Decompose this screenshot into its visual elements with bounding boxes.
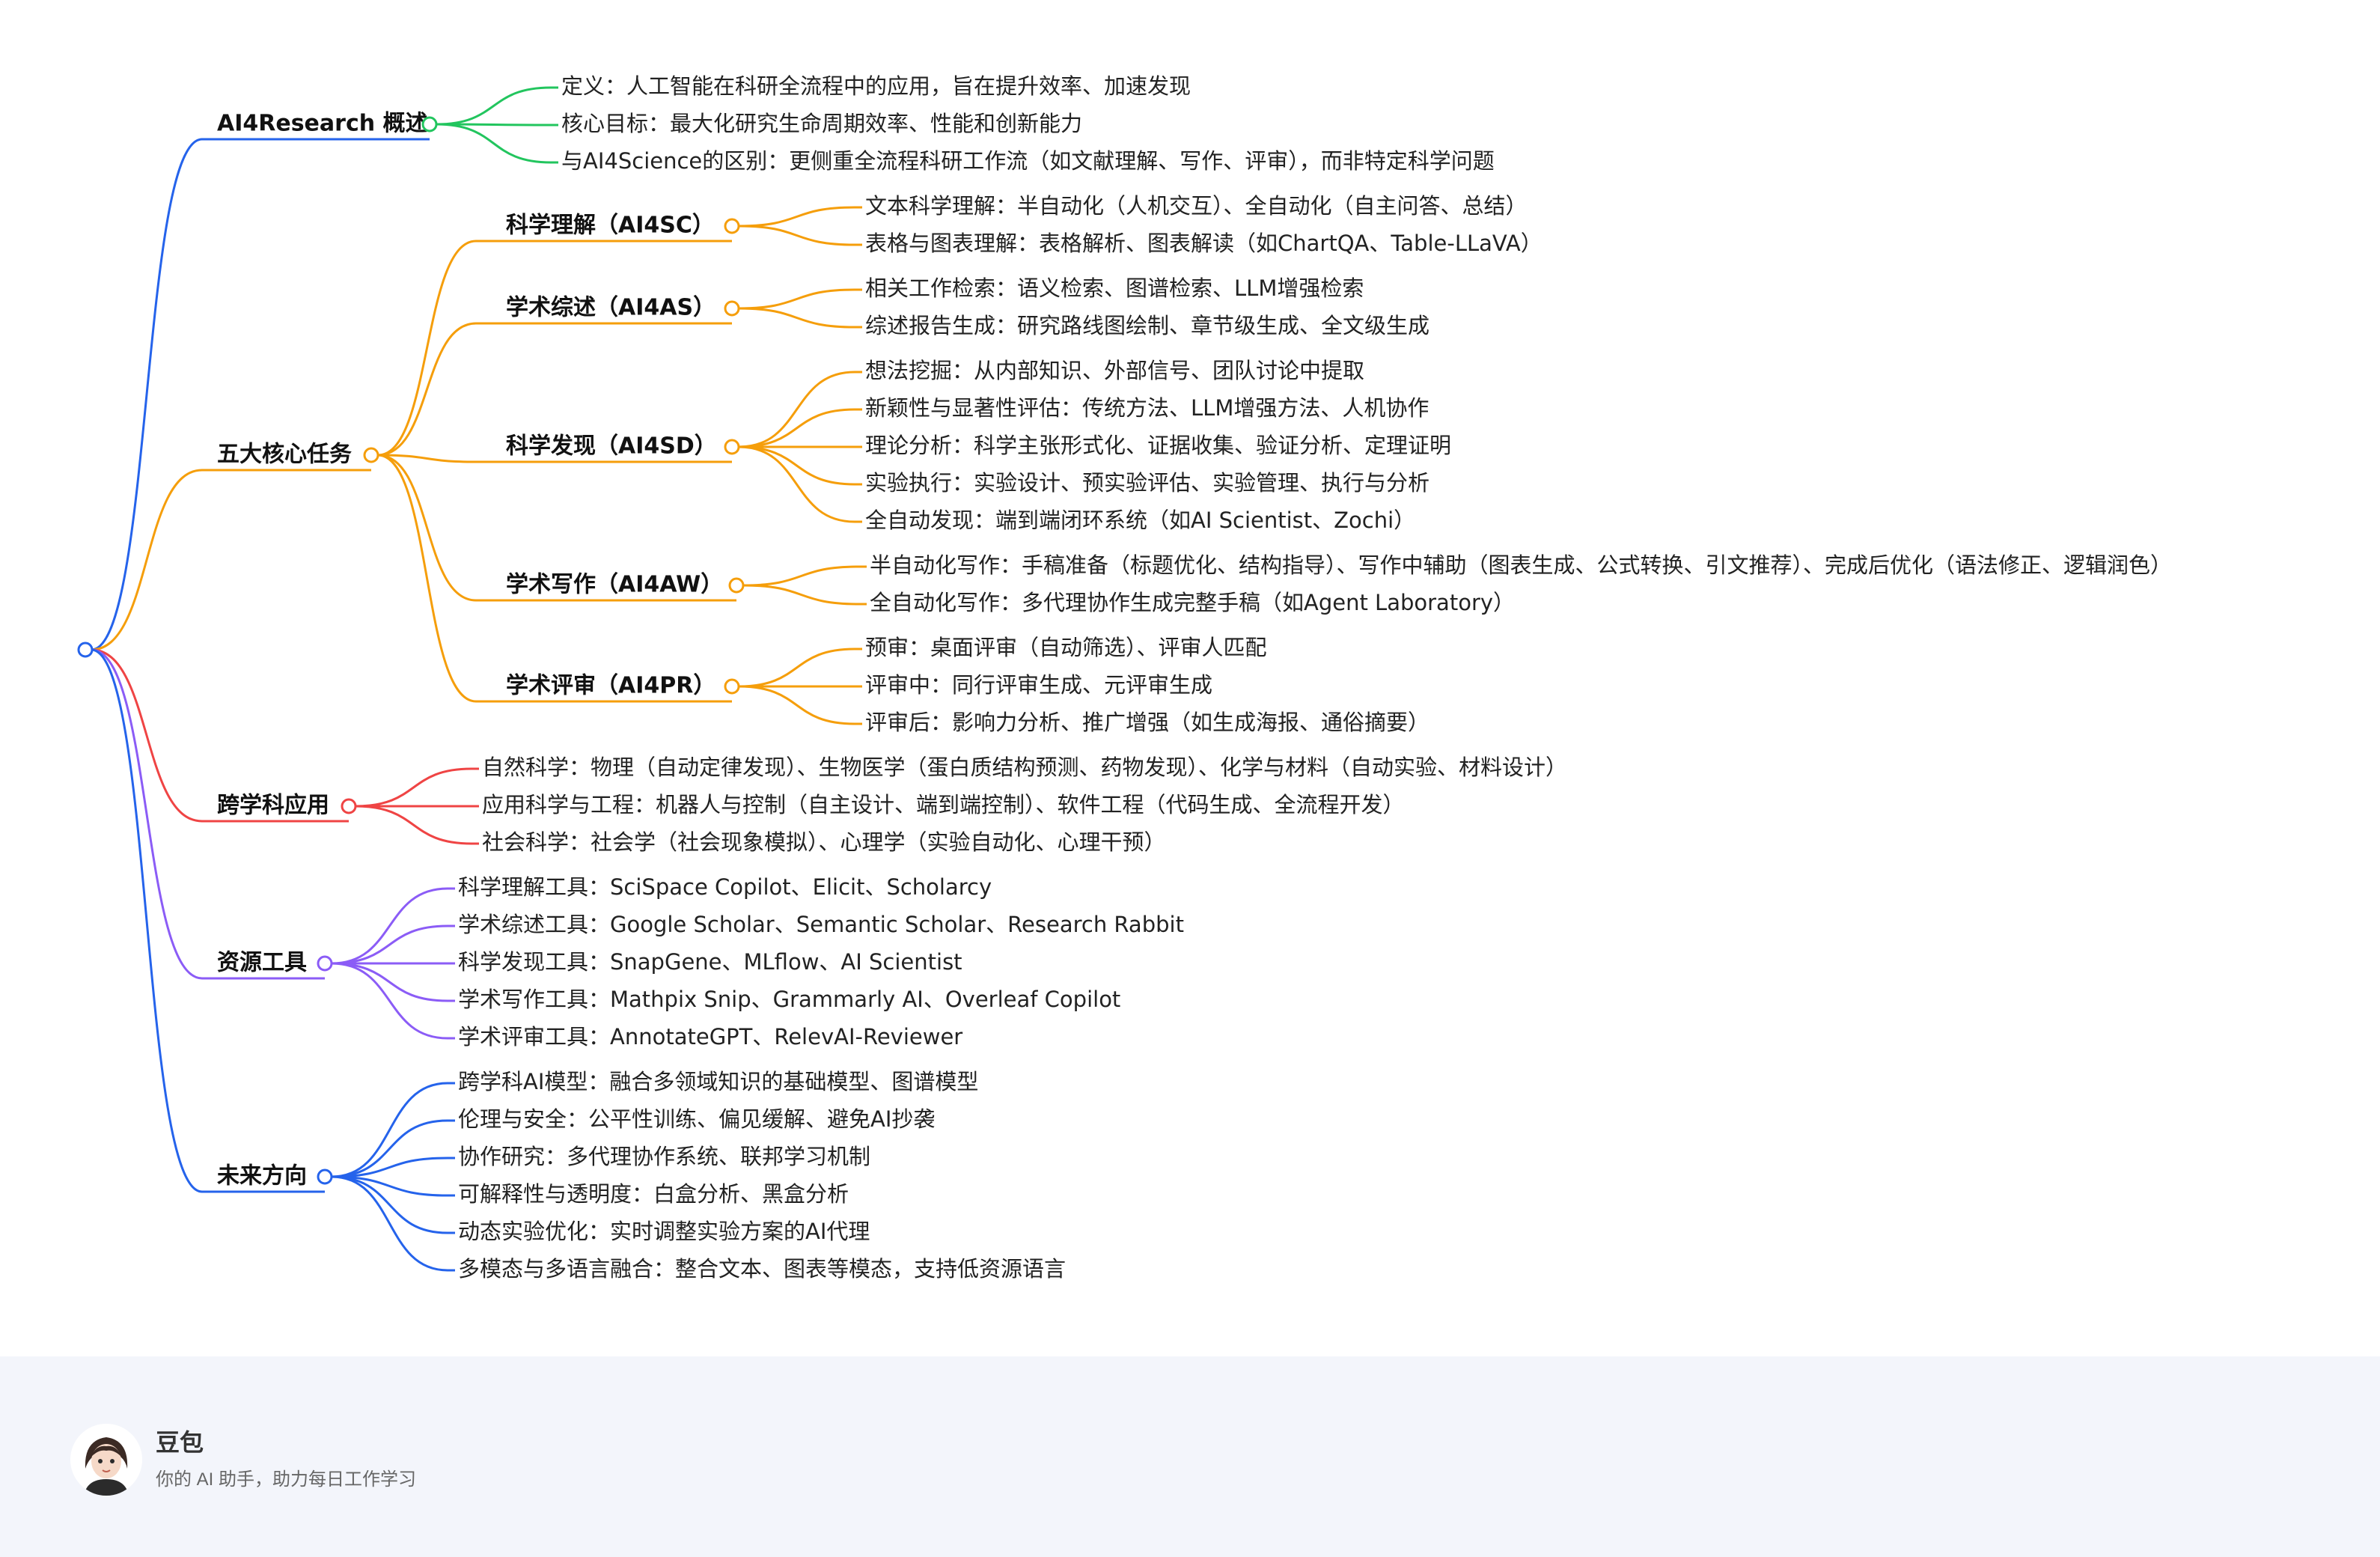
branch-node[interactable] — [341, 798, 357, 814]
assistant-tagline: 你的 AI 助手，助力每日工作学习 — [156, 1469, 417, 1490]
leaf-edge — [331, 1082, 455, 1178]
leaf-edge — [738, 307, 862, 329]
leaf-label: 综述报告生成：研究路线图绘制、章节级生成、全文级生成 — [865, 313, 1429, 338]
sub-node[interactable] — [724, 678, 740, 695]
sub-stem — [377, 240, 732, 457]
sub-label[interactable]: 科学发现（AI4SD） — [506, 433, 717, 460]
avatar[interactable] — [70, 1424, 142, 1496]
leaf-label: 新颖性与显著性评估：传统方法、LLM增强方法、人机协作 — [865, 395, 1429, 421]
leaf-edge — [738, 408, 862, 448]
leaf-label: 定义：人工智能在科研全流程中的应用，旨在提升效率、加速发现 — [561, 73, 1191, 99]
sub-stem — [377, 454, 732, 703]
branch-stem-1 — [91, 469, 371, 651]
branch-label[interactable]: 未来方向 — [217, 1163, 307, 1189]
leaf-label: 学术写作工具：Mathpix Snip、Grammarly AI、Overlea… — [458, 987, 1120, 1012]
root-node[interactable] — [77, 642, 94, 658]
branch-label[interactable]: 跨学科应用 — [217, 793, 329, 819]
leaf-label: 多模态与多语言融合：整合文本、图表等模态，支持低资源语言 — [458, 1256, 1066, 1282]
leaf-label: 预审：桌面评审（自动筛选）、评审人匹配 — [865, 635, 1267, 660]
leaf-edge — [331, 1157, 455, 1178]
leaf-edge — [331, 1175, 455, 1197]
leaf-label: 全自动化写作：多代理协作生成完整手稿（如Agent Laboratory） — [870, 590, 1515, 615]
assistant-name: 豆包 — [156, 1429, 204, 1456]
leaf-edge — [738, 288, 862, 310]
sub-label[interactable]: 学术综述（AI4AS） — [506, 295, 715, 321]
leaf-label: 学术评审工具：AnnotateGPT、RelevAI-Reviewer — [458, 1024, 962, 1049]
sub-node[interactable] — [724, 439, 740, 455]
leaf-label: 与AI4Science的区别：更侧重全流程科研工作流（如文献理解、写作、评审），… — [561, 148, 1495, 174]
leaf-label: 学术综述工具：Google Scholar、Semantic Scholar、R… — [458, 912, 1184, 937]
branch-label[interactable]: 资源工具 — [217, 950, 307, 976]
branch-node[interactable] — [421, 116, 438, 132]
sub-label[interactable]: 学术写作（AI4AW） — [506, 572, 723, 598]
sub-node[interactable] — [724, 218, 740, 234]
sub-node[interactable] — [724, 300, 740, 317]
leaf-label: 实验执行：实验设计、预实验评估、实验管理、执行与分析 — [865, 470, 1429, 496]
mind-map: AI4Research 概述 定义：人工智能在科研全流程中的应用，旨在提升效率、加… — [77, 73, 2172, 1282]
leaf-edge — [331, 887, 455, 965]
leaf-label: 跨学科AI模型：融合多领域知识的基础模型、图谱模型 — [458, 1069, 978, 1094]
leaf-label: 相关工作检索：语义检索、图谱检索、LLM增强检索 — [865, 275, 1364, 301]
leaf-edge — [355, 767, 479, 808]
branch-node[interactable] — [363, 447, 379, 463]
leaf-edge — [738, 648, 862, 688]
leaf-label: 科学理解工具：SciSpace Copilot、Elicit、Scholarcy — [458, 874, 992, 900]
sub-label[interactable]: 学术评审（AI4PR） — [506, 673, 715, 699]
sub-label[interactable]: 科学理解（AI4SC） — [506, 213, 715, 239]
branch-label[interactable]: 五大核心任务 — [217, 442, 352, 468]
leaf-label: 文本科学理解：半自动化（人机交互）、全自动化（自主问答、总结） — [865, 193, 1528, 219]
leaf-label: 动态实验优化：实时调整实验方案的AI代理 — [458, 1219, 870, 1244]
avatar-icon — [70, 1424, 142, 1496]
leaf-label: 核心目标：最大化研究生命周期效率、性能和创新能力 — [561, 111, 1082, 136]
leaf-edge — [331, 962, 455, 1040]
branch-stem-4 — [91, 648, 325, 1193]
sub-stem — [377, 454, 736, 602]
leaf-label: 协作研究：多代理协作系统、联邦学习机制 — [458, 1144, 870, 1169]
branch-label[interactable]: AI4Research 概述 — [217, 111, 428, 137]
leaf-label: 自然科学：物理（自动定律发现）、生物医学（蛋白质结构预测、药物发现）、化学与材料… — [482, 755, 1567, 780]
branch-stem-3 — [91, 648, 325, 980]
leaf-label: 理论分析：科学主张形式化、证据收集、验证分析、定理证明 — [865, 433, 1451, 458]
branch-stem-2 — [91, 648, 349, 823]
leaf-edge — [436, 123, 558, 164]
sub-stem — [377, 322, 732, 457]
leaf-edge — [331, 962, 455, 1002]
leaf-label: 评审中：同行评审生成、元评审生成 — [865, 672, 1212, 698]
sub-stem — [377, 454, 732, 463]
leaf-edge — [738, 445, 862, 486]
leaf-label: 全自动发现：端到端闭环系统（如AI Scientist、Zochi） — [865, 508, 1415, 533]
leaf-edge — [738, 445, 862, 523]
leaf-edge — [738, 206, 862, 228]
leaf-edge — [331, 1119, 455, 1178]
leaf-label: 半自动化写作：手稿准备（标题优化、结构指导）、写作中辅助（图表生成、公式转换、引… — [870, 552, 2172, 578]
leaf-edge — [331, 924, 455, 965]
leaf-edge — [738, 685, 862, 725]
leaf-edge — [742, 565, 867, 587]
leaf-label: 可解释性与透明度：白盒分析、黑盒分析 — [458, 1181, 849, 1207]
branch-node[interactable] — [317, 955, 333, 972]
leaf-label: 伦理与安全：公平性训练、偏见缓解、避免AI抄袭 — [458, 1106, 935, 1132]
leaf-edge — [738, 371, 862, 448]
leaf-edge — [742, 584, 867, 606]
leaf-edge — [355, 805, 479, 845]
leaf-label: 想法挖掘：从内部知识、外部信号、团队讨论中提取 — [865, 358, 1364, 383]
leaf-edge — [738, 225, 862, 246]
leaf-edge — [436, 123, 558, 127]
branch-node[interactable] — [317, 1168, 333, 1185]
leaf-label: 社会科学：社会学（社会现象模拟）、心理学（实验自动化、心理干预） — [482, 829, 1166, 855]
leaf-label: 科学发现工具：SnapGene、MLflow、AI Scientist — [458, 949, 962, 975]
sub-node[interactable] — [728, 577, 745, 594]
leaf-label: 评审后：影响力分析、推广增强（如生成海报、通俗摘要） — [865, 710, 1429, 735]
leaf-label: 表格与图表理解：表格解析、图表解读（如ChartQA、Table-LLaVA） — [865, 231, 1543, 256]
leaf-edge — [331, 1175, 455, 1234]
leaf-edge — [436, 86, 558, 126]
leaf-edge — [331, 1175, 455, 1272]
branch-stem-0 — [91, 138, 430, 651]
leaf-label: 应用科学与工程：机器人与控制（自主设计、端到端控制）、软件工程（代码生成、全流程… — [482, 792, 1405, 817]
footer: 豆包 你的 AI 助手，助力每日工作学习 — [0, 1356, 2380, 1557]
